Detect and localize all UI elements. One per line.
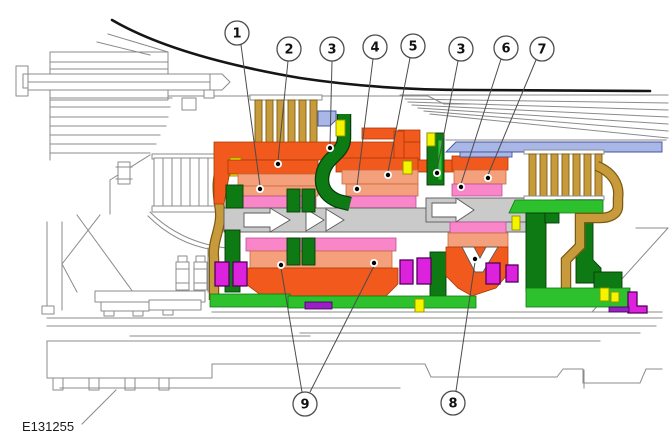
bellhousing-curve: [110, 18, 652, 93]
section-bolts: [175, 255, 208, 291]
callout-6: 6: [457, 35, 519, 191]
green-reaction-members: [224, 114, 447, 297]
case-line-art: [41, 33, 669, 425]
purple-strip: [304, 301, 333, 310]
callout-3a-label: 3: [327, 43, 336, 58]
blue-washer: [317, 110, 337, 127]
callout-7-label: 7: [537, 43, 546, 58]
callout-5: 5: [384, 33, 426, 179]
callout-8: 8: [440, 255, 479, 416]
figure-code: E131255: [22, 419, 74, 434]
callout-5-label: 5: [408, 40, 417, 55]
left-clutch-drum: [213, 127, 457, 297]
callout-1: 1: [224, 20, 264, 193]
uncolored-spring-pack: [151, 153, 219, 213]
callout-3b: 3: [433, 36, 474, 177]
callout-4-label: 4: [370, 41, 379, 56]
callout-6-label: 6: [501, 42, 510, 57]
callout-4: 4: [353, 34, 388, 193]
callout-2-label: 2: [284, 43, 293, 58]
callout-2: 2: [274, 36, 302, 168]
spline-arrow: [243, 207, 291, 233]
callout-3a: 3: [319, 36, 345, 152]
callout-9-label: 9: [300, 398, 309, 413]
callout-1-label: 1: [232, 27, 241, 42]
right-plumbing: [525, 161, 648, 314]
right-spring-pack: [508, 149, 605, 214]
base-bands: [209, 293, 477, 313]
callout-7: 7: [484, 36, 555, 182]
blue-thrust-band: [444, 141, 663, 158]
pilot-parts: [317, 110, 346, 137]
callout-8-label: 8: [448, 397, 457, 412]
piston-seals: [214, 257, 519, 287]
callout-3b-label: 3: [456, 43, 465, 58]
callout-9: 9: [277, 259, 378, 417]
callouts: 1 2 3 4 5 3: [224, 20, 555, 417]
input-bolt: [15, 65, 231, 97]
